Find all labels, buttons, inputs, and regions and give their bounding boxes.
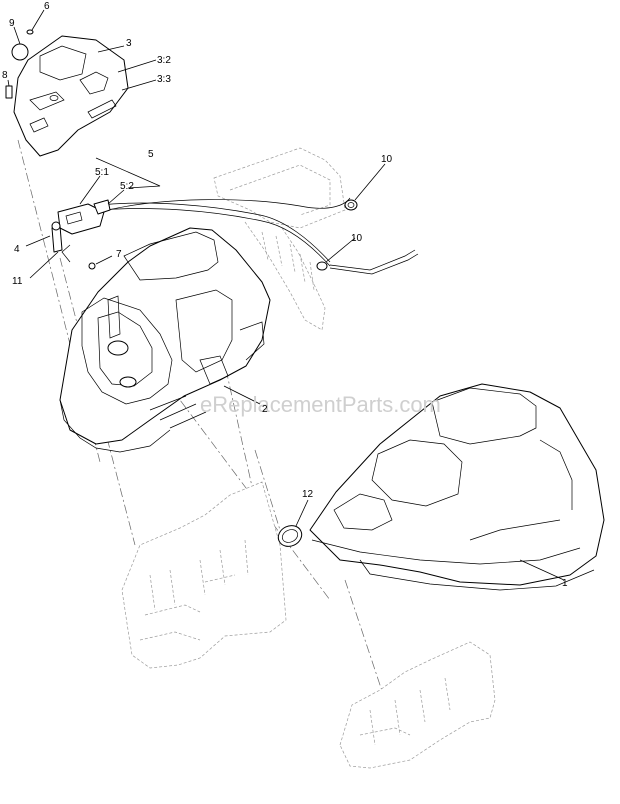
ghost-panel-right — [339, 641, 496, 769]
control-panel-part-3 — [13, 35, 129, 157]
plug-part-6 — [26, 29, 34, 35]
grommet-part-12 — [277, 525, 303, 547]
housing-part-2 — [59, 227, 271, 453]
knob-part-9 — [11, 43, 29, 61]
callout-11: 11 — [12, 276, 23, 287]
callout-12: 12 — [302, 489, 314, 500]
seat-pan-part-1 — [309, 383, 605, 591]
watermark-text: eReplacementParts.com — [200, 392, 441, 417]
callout-6: 6 — [44, 1, 50, 12]
callout-7: 7 — [116, 249, 122, 260]
callout-5-1: 5:1 — [95, 167, 109, 178]
callout-9: 9 — [9, 18, 15, 29]
screw-part-8 — [5, 85, 13, 99]
callout-3: 3 — [126, 38, 132, 49]
callout-4: 4 — [14, 244, 20, 255]
switch-assembly-part-5 — [51, 199, 111, 253]
nut-part-7 — [88, 262, 96, 270]
cables — [61, 197, 419, 275]
callout-8: 8 — [2, 70, 8, 81]
leader-lines — [7, 9, 565, 581]
callout-2: 2 — [262, 404, 268, 415]
callout-10-lower: 10 — [351, 233, 363, 244]
callout-10-upper: 10 — [381, 154, 393, 165]
ghost-panel-left — [121, 481, 287, 669]
callout-1: 1 — [562, 578, 568, 589]
callout-3-3: 3:3 — [157, 74, 171, 85]
callout-5-2: 5:2 — [120, 181, 134, 192]
cable-clip-part-10-upper — [344, 199, 358, 211]
callout-labels: 9 6 8 3 3:2 3:3 5 5:1 5:2 10 10 4 7 11 2… — [2, 1, 568, 589]
callout-3-2: 3:2 — [157, 55, 171, 66]
cable-clip-part-10-lower — [316, 261, 328, 271]
callout-5: 5 — [148, 149, 154, 160]
